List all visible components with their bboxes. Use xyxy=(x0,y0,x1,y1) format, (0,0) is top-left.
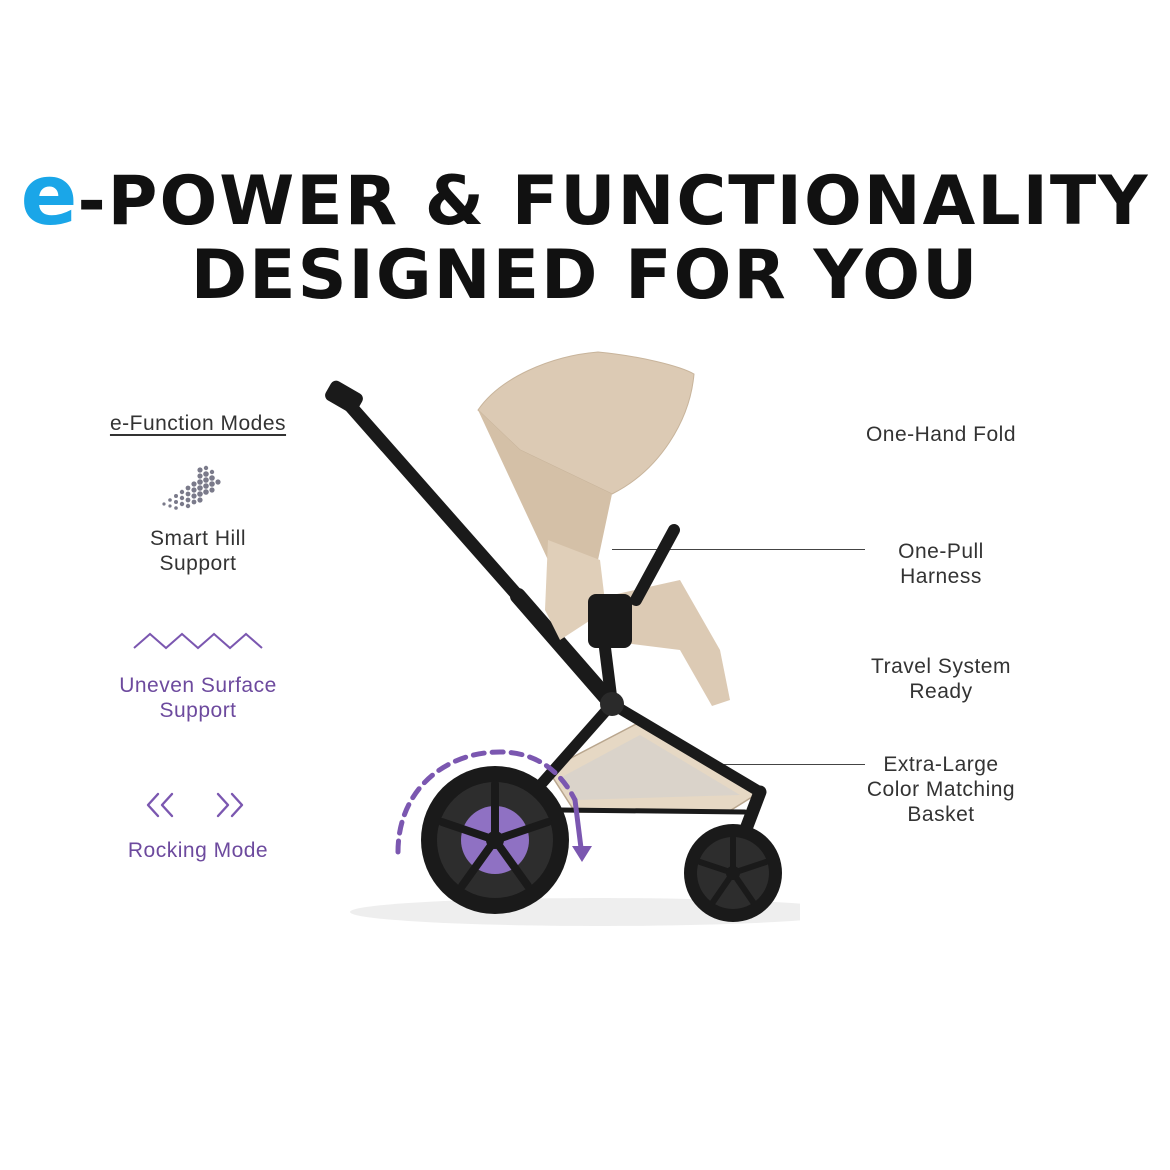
stroller-illustration xyxy=(325,351,800,926)
frame-hub xyxy=(600,692,624,716)
handle-grip xyxy=(325,380,363,414)
rocking-arrowhead xyxy=(572,846,592,862)
dotted-arrow-icon xyxy=(162,465,221,510)
harness-leader-line xyxy=(612,549,865,550)
canopy-side xyxy=(478,410,612,560)
basket-label: Extra-Large Color Matching Basket xyxy=(866,753,1016,826)
canopy xyxy=(477,351,695,495)
one-hand-fold-label: One-Hand Fold xyxy=(865,423,1017,446)
uneven-surface-label: Uneven Surface Support xyxy=(119,674,277,722)
e-logo-mark: e xyxy=(20,146,78,244)
smart-hill-label: Smart Hill Support xyxy=(149,527,246,575)
bumper-bar xyxy=(630,524,680,606)
rear-wheel xyxy=(421,766,569,914)
page-title: e-POWER & FUNCTIONALITY DESIGNED FOR YOU xyxy=(0,146,1170,315)
title-line-2: DESIGNED FOR YOU xyxy=(190,236,980,315)
e-function-heading: e-Function Modes xyxy=(109,412,287,435)
basket-leader-line xyxy=(608,764,865,765)
handlebar xyxy=(331,385,525,603)
travel-system-label: Travel System Ready xyxy=(871,655,1011,703)
one-pull-harness-label: One-Pull Harness xyxy=(898,540,984,588)
front-wheel xyxy=(684,824,782,922)
title-line-1: e-POWER & FUNCTIONALITY xyxy=(20,146,1150,244)
seat-adapter xyxy=(588,594,632,648)
rocking-arc xyxy=(395,749,578,855)
rocking-mode-label: Rocking Mode xyxy=(127,839,269,862)
basket-mesh xyxy=(560,735,740,800)
rocking-chevrons-icon xyxy=(146,792,244,818)
zigzag-icon xyxy=(133,632,263,650)
